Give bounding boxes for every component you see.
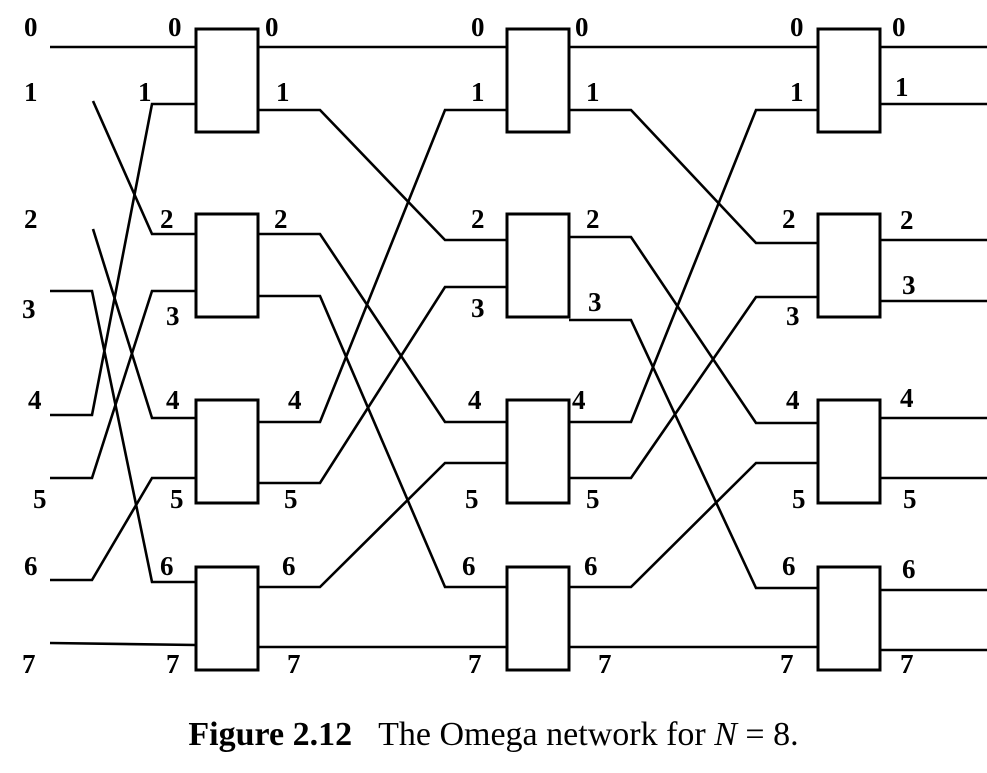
stage3-out-label-1: 1 <box>895 72 909 102</box>
stage2-out-label-1: 1 <box>586 77 600 107</box>
stage3-out-label-6: 6 <box>902 554 916 584</box>
stage2-to-stage3-wire-5 <box>569 295 818 480</box>
stage3-in-label-3: 3 <box>786 301 800 331</box>
switch-stage3-2 <box>816 398 882 505</box>
wires <box>49 45 987 652</box>
input-label-2: 2 <box>24 204 38 234</box>
stage2-to-stage3-wire-3 <box>569 318 818 590</box>
switch-stage1-1 <box>194 212 260 319</box>
input-label-6: 6 <box>24 551 38 581</box>
input-label-4: 4 <box>28 385 42 415</box>
switch-stage1-0 <box>194 27 260 134</box>
switch-stage3-3 <box>816 565 882 672</box>
stage2-in-label-3: 3 <box>471 293 485 323</box>
stage2-in-label-6: 6 <box>462 551 476 581</box>
switch-stage2-1 <box>505 212 571 319</box>
input-wire-5 <box>50 289 196 480</box>
port-labels: 0 1 2 3 4 5 6 7 0 0 1 1 2 2 3 4 4 5 5 6 6 7 7 0 0 1 1 2 2 3 3 4 4 5 5 6 6 7 7 0… <box>22 12 917 679</box>
stage2-out-label-5: 5 <box>586 484 600 514</box>
figure-label: Figure 2.12 <box>188 716 353 753</box>
stage3-out-label-5: 5 <box>903 484 917 514</box>
input-label-0: 0 <box>24 12 38 42</box>
input-wire-6 <box>50 476 196 582</box>
input-label-5: 5 <box>33 484 47 514</box>
stage2-out-label-2: 2 <box>586 204 600 234</box>
stage3-in-label-6: 6 <box>782 551 796 581</box>
stage2-in-label-4: 4 <box>468 385 482 415</box>
stage1-to-stage2-wire-4 <box>258 108 507 424</box>
switch-stage2-0 <box>505 27 571 134</box>
stage1-out-label-7: 7 <box>287 649 301 679</box>
stage2-out-label-7: 7 <box>598 649 612 679</box>
stage3-in-label-0: 0 <box>790 12 804 42</box>
stage3-in-label-5: 5 <box>792 484 806 514</box>
input-label-1: 1 <box>24 77 38 107</box>
stage1-out-label-2: 2 <box>274 204 288 234</box>
stage1-in-label-2: 2 <box>160 204 174 234</box>
stage1-to-stage2-wire-3 <box>258 294 507 589</box>
stage2-in-label-2: 2 <box>471 204 485 234</box>
stage3-out-label-3: 3 <box>902 270 916 300</box>
input-wire-3 <box>50 289 196 584</box>
stage3-out-label-7: 7 <box>900 649 914 679</box>
switch-stage3-1 <box>816 212 882 319</box>
stage1-out-label-4: 4 <box>288 385 302 415</box>
stage1-out-label-6: 6 <box>282 551 296 581</box>
stage2-out-label-4: 4 <box>572 385 586 415</box>
stage3-out-label-0: 0 <box>892 12 906 42</box>
stage1-in-label-5: 5 <box>170 484 184 514</box>
stage2-to-stage3-wire-2 <box>569 235 818 425</box>
stage3-in-label-2: 2 <box>782 204 796 234</box>
input-label-7: 7 <box>22 649 36 679</box>
stage1-in-label-6: 6 <box>160 551 174 581</box>
stage1-in-label-4: 4 <box>166 385 180 415</box>
stage2-in-label-0: 0 <box>471 12 485 42</box>
stage2-in-label-5: 5 <box>465 484 479 514</box>
input-wire-2 <box>91 228 196 420</box>
stage3-out-label-4: 4 <box>900 383 914 413</box>
stage2-out-label-3: 3 <box>588 287 602 317</box>
input-wire-4 <box>50 102 196 417</box>
stage3-in-label-1: 1 <box>790 77 804 107</box>
switch-stage2-2 <box>505 398 571 505</box>
stage2-out-label-0: 0 <box>575 12 589 42</box>
stage2-in-label-7: 7 <box>468 649 482 679</box>
stage1-out-label-0: 0 <box>265 12 279 42</box>
caption-variable: N <box>714 716 737 753</box>
switch-stage2-3 <box>505 565 571 672</box>
stage1-to-stage2-wire-2 <box>258 232 507 424</box>
stage3-out-label-2: 2 <box>900 205 914 235</box>
figure-caption: Figure 2.12 The Omega network for N = 8. <box>0 716 987 754</box>
input-label-3: 3 <box>22 294 36 324</box>
switch-stage3-0 <box>816 27 882 134</box>
stage1-to-stage2-wire-5 <box>258 285 507 485</box>
switch-stage1-3 <box>194 565 260 672</box>
stage2-to-stage3-wire-1 <box>569 108 818 245</box>
stage2-to-stage3-wire-6 <box>569 461 818 589</box>
stage1-in-label-0: 0 <box>168 12 182 42</box>
switch-stage1-2 <box>194 398 260 505</box>
input-wire-1 <box>91 100 196 236</box>
input-wire-7 <box>49 641 197 647</box>
switches <box>194 27 882 672</box>
caption-text: The Omega network for <box>378 716 715 753</box>
stage3-in-label-7: 7 <box>780 649 794 679</box>
stage2-out-label-6: 6 <box>584 551 598 581</box>
stage1-out-label-1: 1 <box>276 77 290 107</box>
stage1-out-label-5: 5 <box>284 484 298 514</box>
stage2-to-stage3-wire-4 <box>569 108 818 424</box>
stage1-in-label-3: 3 <box>166 301 180 331</box>
stage2-in-label-1: 1 <box>471 77 485 107</box>
stage1-to-stage2-wire-1 <box>258 108 507 242</box>
stage1-to-stage2-wire-6 <box>258 461 507 589</box>
caption-text-end: = 8. <box>736 716 799 753</box>
stage3-in-label-4: 4 <box>786 385 800 415</box>
stage1-in-label-7: 7 <box>166 649 180 679</box>
stage1-in-label-1: 1 <box>138 77 152 107</box>
